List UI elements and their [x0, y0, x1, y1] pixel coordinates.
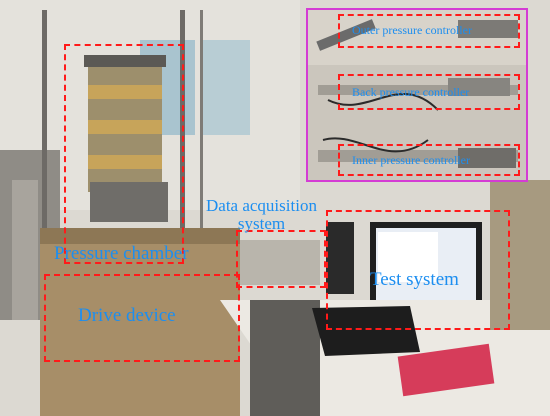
test-system-label: Test system [370, 269, 459, 290]
wall-poster [200, 40, 250, 135]
pc-tower [326, 222, 354, 294]
inner-pressure-controller-label: Inner pressure controller [352, 153, 470, 167]
daq-box [240, 240, 320, 285]
pressure-chamber-box [64, 44, 184, 264]
back-pressure-controller-box [338, 74, 520, 110]
mouse-pad [397, 343, 495, 397]
drive-device-label: Drive device [78, 305, 176, 326]
data-acquisition-label: Data acquisition system [206, 196, 317, 233]
test-system-box [326, 210, 510, 330]
drive-device-box [44, 274, 240, 362]
outer-pressure-controller-box [338, 14, 520, 48]
keyboard [312, 306, 420, 356]
outer-pressure-controller-label: Outer pressure controller [352, 23, 472, 37]
inner-pressure-controller-box [338, 144, 520, 176]
pressure-chamber-label: Pressure chamber [54, 243, 189, 264]
controllers-inset: Outer pressure controller Back pressure … [306, 8, 528, 182]
back-pressure-controller-label: Back pressure controller [352, 85, 470, 99]
data-acquisition-box [236, 230, 326, 288]
controllers-photo [308, 10, 526, 180]
drive-device-cabinet [40, 228, 240, 416]
